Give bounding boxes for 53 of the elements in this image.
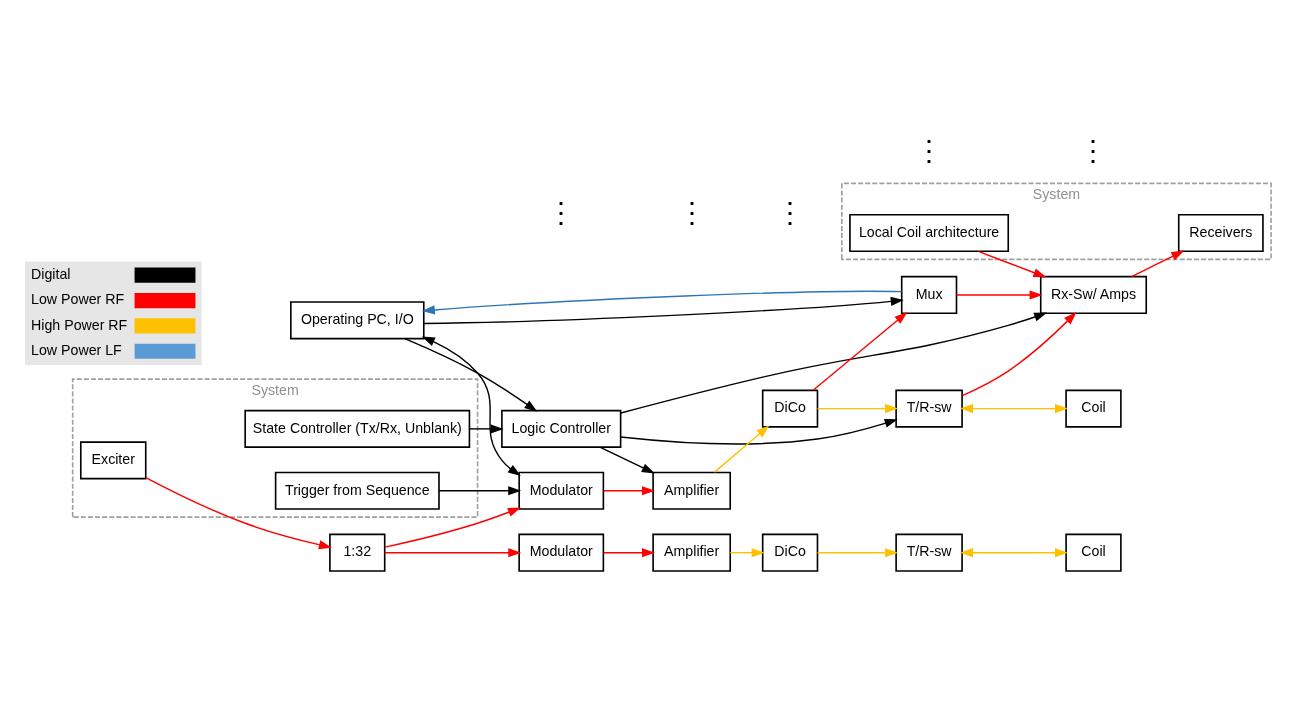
arrow [602,486,655,496]
arrow [729,548,765,558]
node-box: Local Coil architecture [848,213,1009,253]
node-box: Trigger from Sequence [274,471,440,510]
arrow [383,548,521,558]
arrow [959,548,1068,558]
legend-label: High Power RF [30,316,127,333]
arrow [812,312,907,391]
arrow [816,548,898,558]
node-box: Amplifier [651,471,731,510]
node-box: Amplifier [651,533,731,572]
legend-label: Low Power RF [30,291,124,308]
arrow [959,404,1068,414]
arrow [421,336,521,477]
arrow [602,548,655,558]
arrow [403,337,537,412]
node-box: Modulator [517,471,604,510]
arrow [713,425,769,473]
label: ⋮ [775,195,804,228]
label: ⋮ [546,195,575,228]
arrow [144,476,332,550]
arrow [599,446,655,474]
arrow [816,404,898,414]
arrow [383,507,521,548]
node-box: T/R-sw [894,533,963,572]
arrow [961,311,1077,397]
node-box: Coil [1064,533,1122,572]
arrow [422,296,904,325]
arrow [437,486,521,496]
legend-label: Low Power LF [30,342,122,359]
arrow [955,290,1043,300]
node-box: Coil [1064,389,1122,428]
arrow [1130,250,1184,278]
arrow [468,424,504,434]
node-box: Operating PC, I/O [289,301,425,340]
arrow [421,290,902,315]
node-box: Mux [900,275,957,314]
node-box: Rx-Sw/ Amps [1039,275,1147,314]
node-box: Receivers [1177,213,1264,253]
label: ⋮ [1078,133,1107,166]
node-box: 1:32 [328,533,385,572]
node-box: Exciter [79,441,147,480]
node-box: Logic Controller [500,409,621,448]
label: ⋮ [677,195,706,228]
node-box: State Controller (Tx/Rx, Unblank) [243,409,470,448]
arrow [619,418,898,445]
legend-label: Digital [30,265,71,282]
node-box: Modulator [517,533,604,572]
node-box: T/R-sw [894,389,963,428]
label: ⋮ [914,133,943,166]
node-box: DiCo [761,389,818,428]
node-box: DiCo [761,533,818,572]
arrow [619,312,1047,414]
